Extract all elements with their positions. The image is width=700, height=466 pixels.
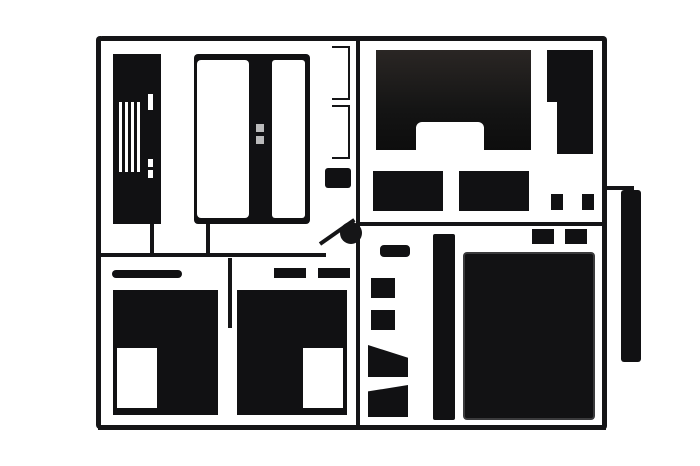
rear-window-frame [194,54,310,224]
frame-left [96,36,101,429]
frame-middle-horizontal-left [98,253,326,257]
frame-right-arm [606,186,634,190]
exhaust-stack [621,190,641,362]
frame-bottom [98,425,606,430]
grille-panel [113,54,161,224]
frame-middle-horizontal-right [360,222,606,226]
steering-wheel [340,222,362,244]
lower-dash-panel [373,171,529,211]
frame-right [602,36,607,430]
side-panel-right [547,50,593,154]
small-bracket-parts [332,46,350,100]
dashboard-panel [376,50,531,150]
frame-top [98,36,606,41]
door-right [237,290,347,415]
door-left [113,290,218,415]
vertical-strip [433,234,455,420]
cab-rear-wall [463,252,595,420]
